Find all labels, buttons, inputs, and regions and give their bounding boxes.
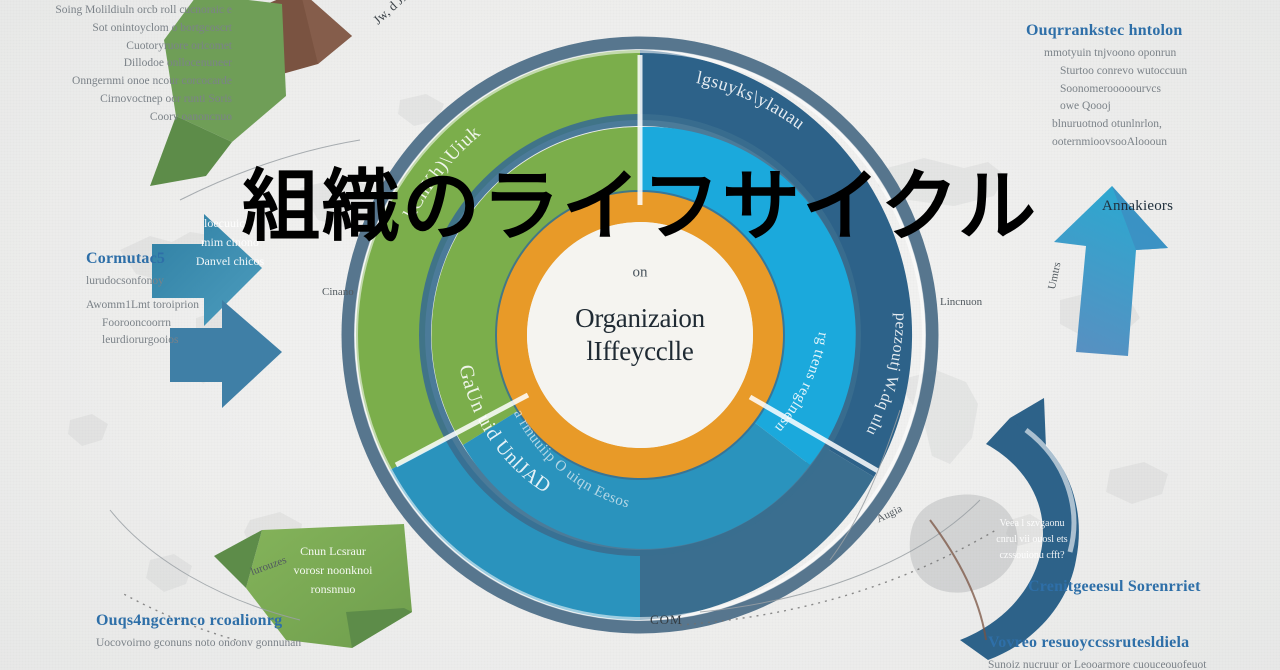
arrow-up-right-icon bbox=[1054, 186, 1168, 356]
arrow-left-icon bbox=[152, 214, 282, 408]
callout-bottom-left-green bbox=[214, 524, 412, 648]
hub-kicker: on bbox=[632, 264, 648, 281]
cycle-arrow-icon bbox=[960, 398, 1079, 660]
callout-left-green-upper bbox=[150, 0, 286, 186]
dotted-leader-lines bbox=[119, 529, 997, 641]
brown-leader-line bbox=[929, 519, 987, 641]
callout-right-grey bbox=[909, 494, 1018, 593]
organization-lifecycle-wheel: 0% bbox=[341, 0, 939, 634]
leader-lines bbox=[109, 139, 981, 621]
